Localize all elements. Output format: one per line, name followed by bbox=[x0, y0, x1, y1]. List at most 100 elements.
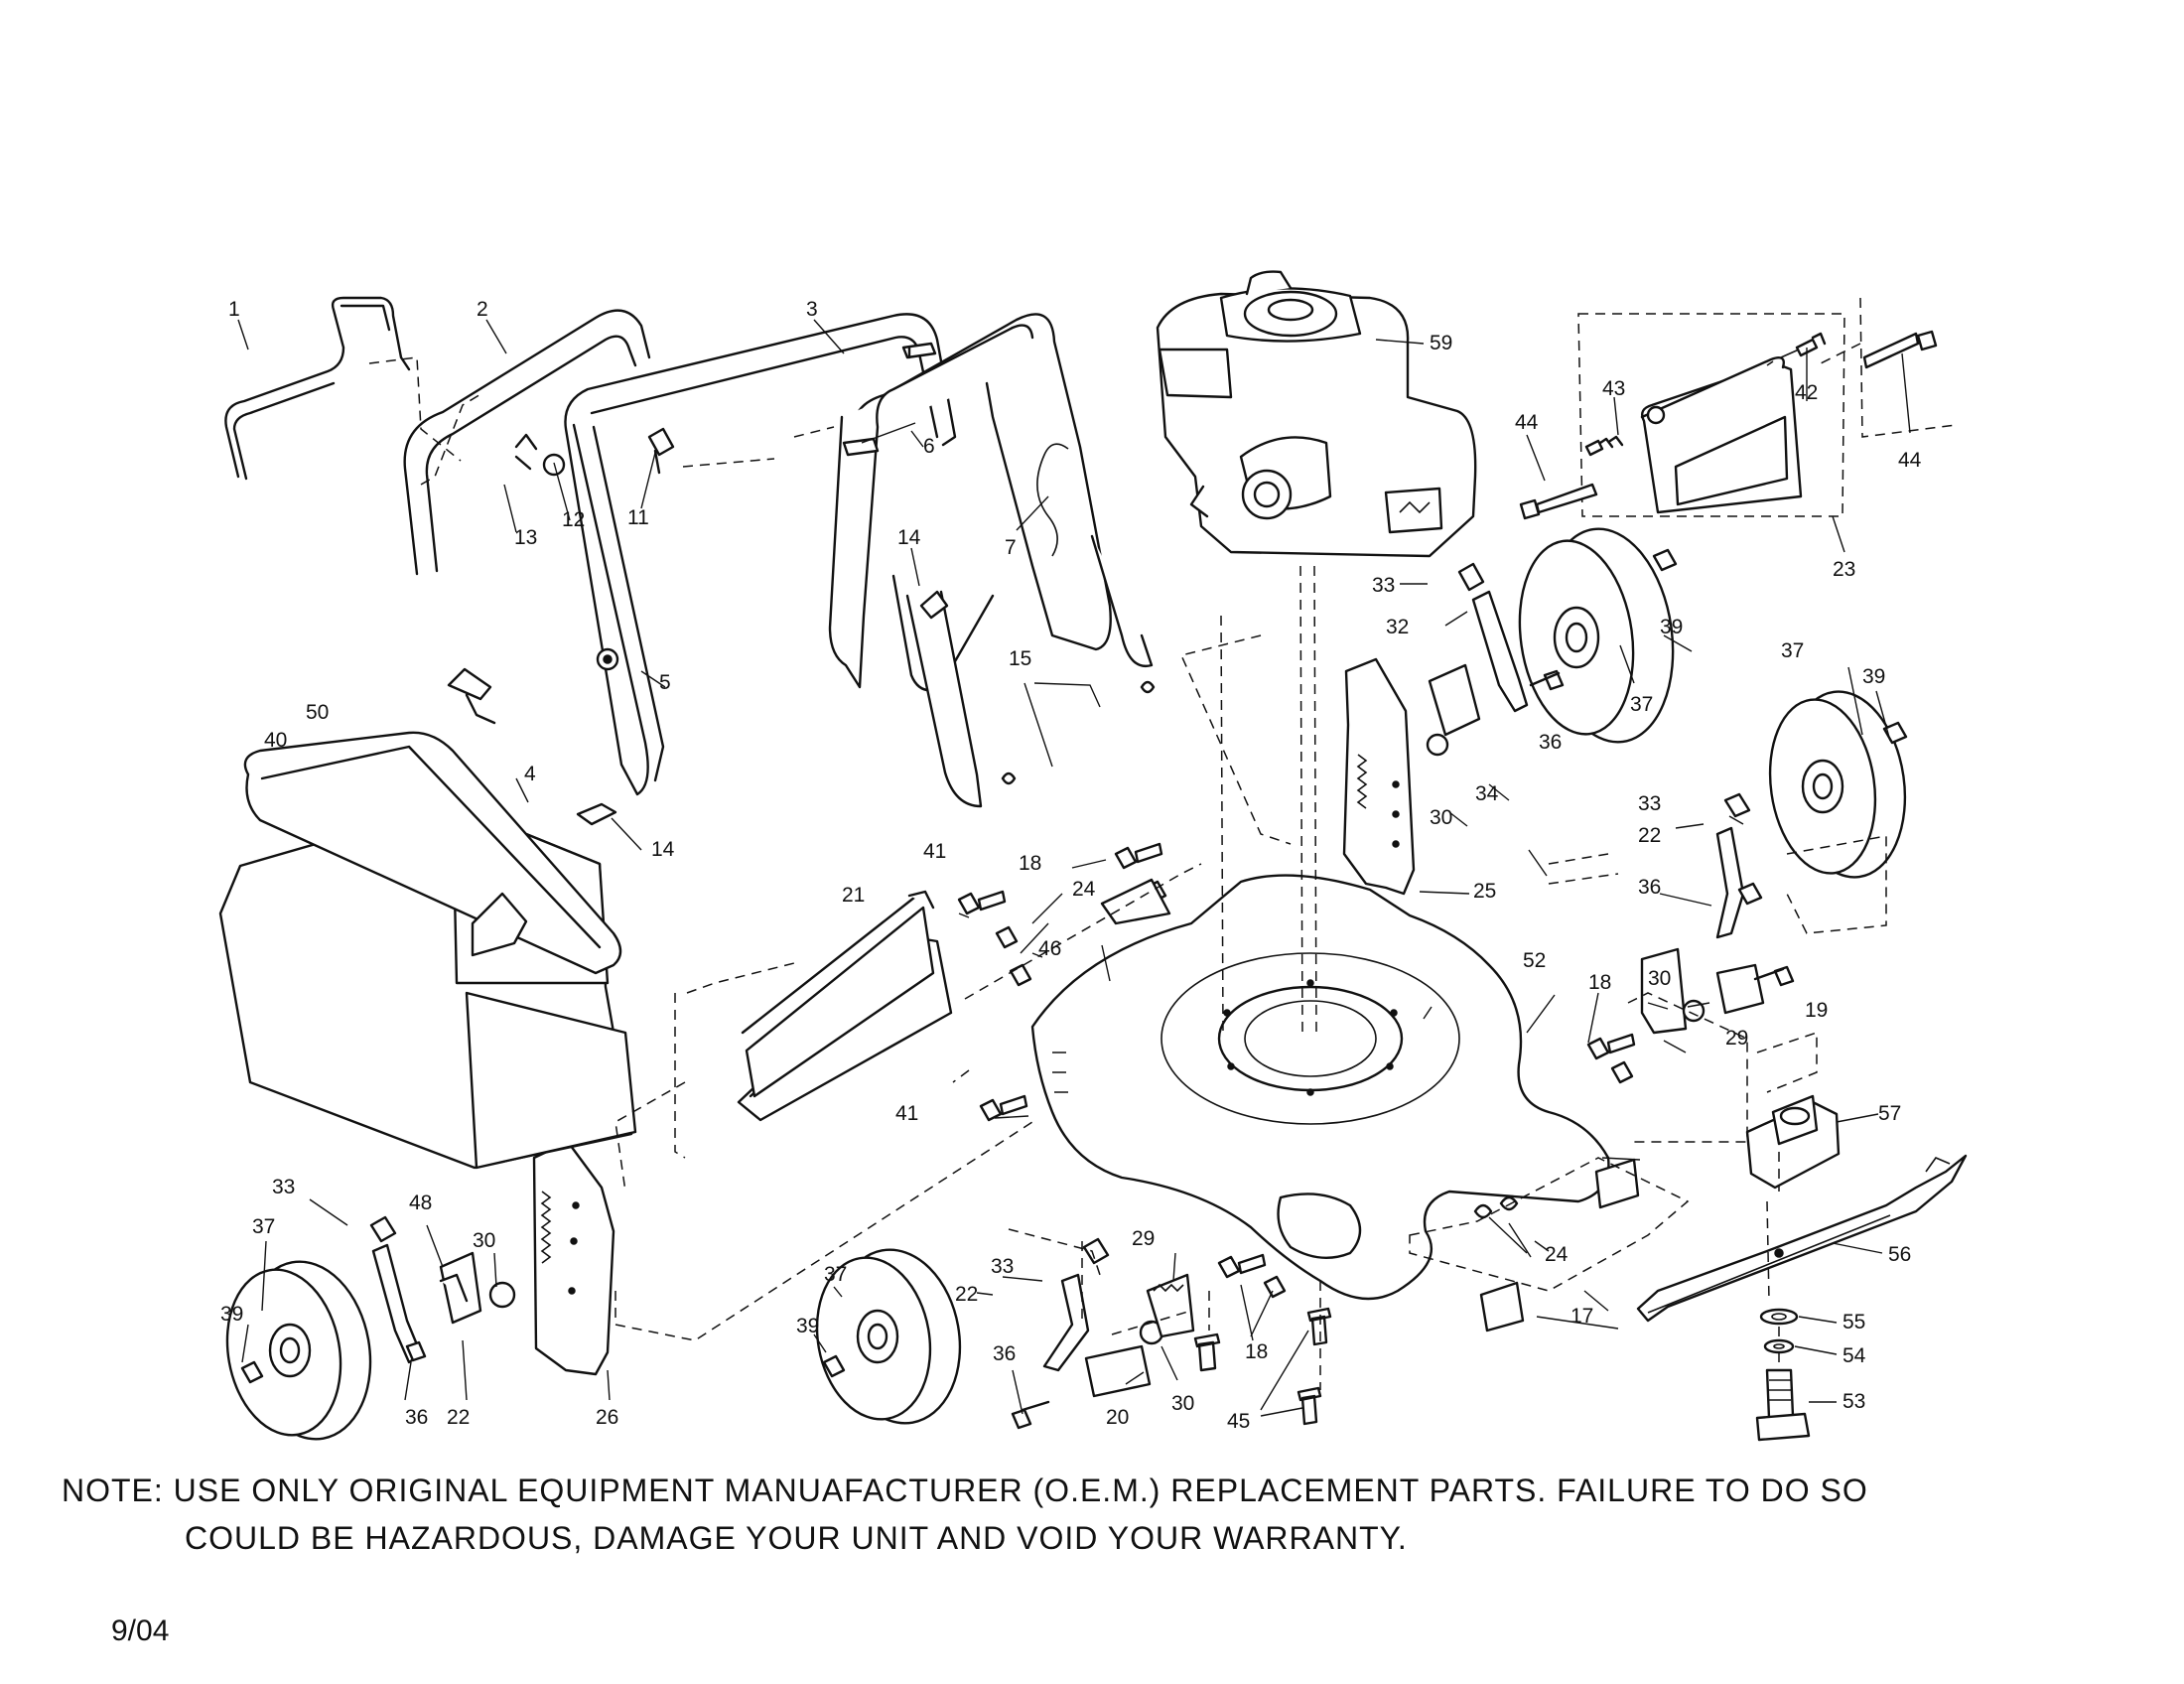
callout-label: 26 bbox=[596, 1406, 618, 1429]
callout-label: 29 bbox=[1132, 1227, 1155, 1250]
callout-label: 37 bbox=[1630, 693, 1653, 716]
callout-label: 53 bbox=[1843, 1390, 1865, 1413]
wheel-37-right bbox=[1768, 690, 1908, 879]
callout-label: 18 bbox=[1245, 1340, 1268, 1363]
callout-label: 24 bbox=[1072, 878, 1096, 901]
brackets-17-24 bbox=[1473, 1158, 1640, 1333]
blade-washers-55-54 bbox=[1759, 1308, 1799, 1354]
callout-label: 23 bbox=[1833, 558, 1855, 581]
callout-label: 45 bbox=[1227, 1410, 1250, 1433]
assembly-lines bbox=[368, 356, 1887, 1390]
callout-label: 19 bbox=[1805, 999, 1828, 1022]
warning-note-line-1: NOTE: USE ONLY ORIGINAL EQUIPMENT MANUAF… bbox=[62, 1473, 1868, 1508]
callout-label: 36 bbox=[1638, 876, 1661, 899]
callout-label: 15 bbox=[1009, 647, 1031, 670]
callout-label: 13 bbox=[514, 526, 537, 549]
callout-label: 37 bbox=[252, 1215, 275, 1238]
deck-52 bbox=[1030, 874, 1610, 1301]
handle-3-lower-legs bbox=[905, 534, 1154, 808]
callout-label: 33 bbox=[991, 1255, 1014, 1278]
adjuster-right-22 bbox=[1640, 792, 1795, 1035]
callout-label: 11 bbox=[627, 506, 649, 529]
callout-label: 41 bbox=[895, 1102, 918, 1125]
callout-label: 43 bbox=[1602, 377, 1625, 400]
callout-label: 30 bbox=[473, 1229, 495, 1252]
callout-label: 36 bbox=[1539, 731, 1562, 754]
bolts-44 bbox=[1519, 330, 1938, 520]
callout-label: 33 bbox=[272, 1176, 295, 1198]
callout-label: 21 bbox=[842, 884, 865, 907]
wheel-37-front-center bbox=[815, 1248, 962, 1425]
callout-label: 1 bbox=[228, 298, 240, 321]
callout-label: 14 bbox=[651, 838, 675, 861]
upper-handle-2 bbox=[564, 313, 957, 796]
blade-56 bbox=[1636, 1154, 1968, 1323]
callout-label: 4 bbox=[524, 763, 536, 785]
callout-label: 30 bbox=[1171, 1392, 1194, 1415]
callout-label: 22 bbox=[955, 1283, 978, 1306]
callout-label: 52 bbox=[1523, 949, 1546, 972]
callout-label: 36 bbox=[993, 1342, 1016, 1365]
callout-label: 48 bbox=[409, 1192, 432, 1214]
callout-label: 59 bbox=[1430, 332, 1452, 354]
callout-label: 6 bbox=[923, 435, 935, 458]
blade-adapter-57 bbox=[1745, 1094, 1841, 1190]
callout-label: 14 bbox=[897, 526, 921, 549]
grass-bag-40 bbox=[218, 731, 637, 1170]
callout-label: 39 bbox=[796, 1315, 819, 1337]
callout-label: 30 bbox=[1648, 967, 1671, 990]
bolts-18-41-45 bbox=[957, 842, 1636, 1426]
revision-date: 9/04 bbox=[111, 1614, 169, 1647]
callout-label: 39 bbox=[1660, 616, 1683, 638]
control-bail-1 bbox=[224, 296, 411, 481]
callout-label: 17 bbox=[1570, 1305, 1593, 1328]
wheel-37-front-left bbox=[225, 1260, 372, 1441]
callout-label: 36 bbox=[405, 1406, 428, 1429]
adjuster-front-left-26 bbox=[369, 1140, 615, 1376]
callout-label: 54 bbox=[1843, 1344, 1866, 1367]
callout-label: 34 bbox=[1475, 782, 1499, 805]
callout-label: 39 bbox=[220, 1303, 243, 1326]
callout-label: 57 bbox=[1878, 1102, 1901, 1125]
engine-59 bbox=[1156, 270, 1477, 558]
callout-label: 33 bbox=[1372, 574, 1395, 597]
callout-label: 24 bbox=[1545, 1243, 1569, 1266]
blade-bolt-53 bbox=[1755, 1368, 1811, 1442]
callout-label: 5 bbox=[659, 671, 671, 694]
callout-label: 42 bbox=[1795, 381, 1818, 404]
callout-label: 56 bbox=[1888, 1243, 1911, 1266]
callout-label: 46 bbox=[1038, 937, 1061, 960]
deflector-46 bbox=[1100, 878, 1171, 925]
callout-label: 33 bbox=[1638, 792, 1661, 815]
upper-handle-3 bbox=[828, 313, 1112, 692]
callout-label: 32 bbox=[1386, 616, 1409, 638]
leader-lines bbox=[237, 319, 1911, 1417]
callout-label: 3 bbox=[806, 298, 818, 321]
callout-label: 40 bbox=[264, 729, 287, 752]
callout-label: 44 bbox=[1898, 449, 1922, 472]
callout-label: 18 bbox=[1019, 852, 1041, 875]
callout-label: 22 bbox=[1638, 824, 1661, 847]
callout-label: 20 bbox=[1106, 1406, 1129, 1429]
callout-label: 41 bbox=[923, 840, 946, 863]
callout-labels: 1 2 3 59 44 43 42 44 23 13 12 11 6 7 14 … bbox=[220, 298, 1922, 1433]
callout-label: 25 bbox=[1473, 880, 1496, 903]
callout-label: 37 bbox=[824, 1263, 847, 1286]
adjuster-rear-right bbox=[1426, 562, 1565, 757]
callout-label: 2 bbox=[477, 298, 488, 321]
callout-label: 29 bbox=[1725, 1027, 1748, 1050]
callout-label: 55 bbox=[1843, 1311, 1865, 1333]
warning-note-line-2: COULD BE HAZARDOUS, DAMAGE YOUR UNIT AND… bbox=[185, 1520, 1408, 1556]
callout-label: 37 bbox=[1781, 639, 1804, 662]
callout-label: 12 bbox=[562, 508, 585, 531]
springs-43-42 bbox=[1584, 332, 1827, 457]
adjuster-rear-left-25 bbox=[1342, 657, 1416, 896]
callout-label: 18 bbox=[1588, 971, 1611, 994]
callout-label: 30 bbox=[1430, 806, 1452, 829]
handle-hardware bbox=[447, 342, 1156, 826]
callout-label: 39 bbox=[1862, 665, 1885, 688]
cable-7 bbox=[1036, 443, 1069, 557]
mulch-plug-21 bbox=[737, 890, 953, 1122]
callout-label: 7 bbox=[1005, 536, 1017, 559]
